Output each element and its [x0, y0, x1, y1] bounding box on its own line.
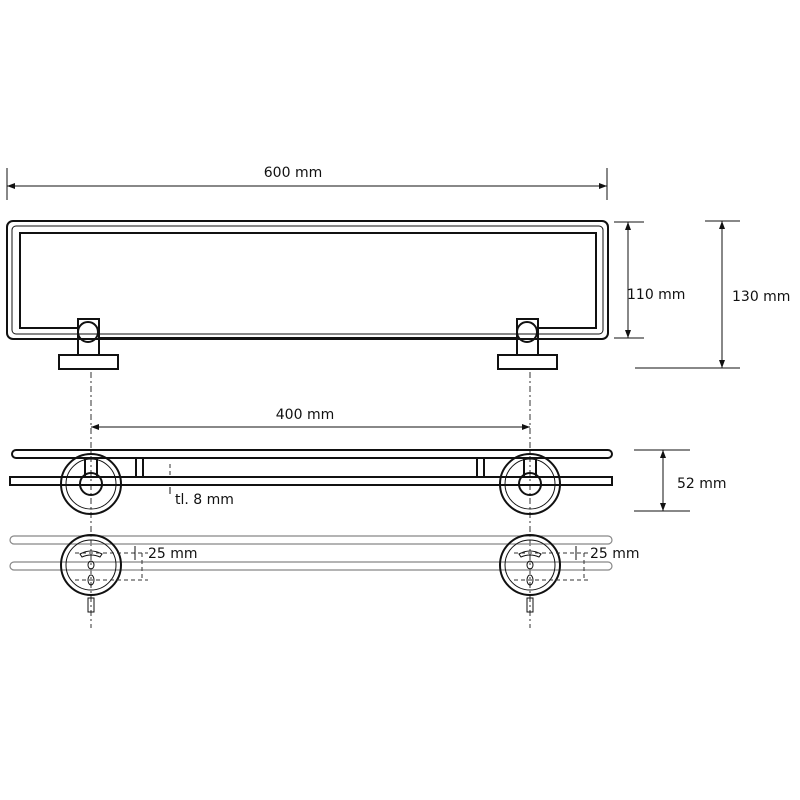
dimension-bracket-spacing: 400 mm — [91, 407, 530, 430]
label-130mm: 130 mm — [732, 289, 790, 305]
right-bracket — [497, 318, 558, 370]
label-400mm: 400 mm — [276, 407, 334, 423]
left-mount-plate: 25 mm — [60, 534, 198, 613]
top-view: tl. 8 mm — [9, 449, 613, 515]
label-hole-spacing-left: 25 mm — [148, 546, 198, 562]
left-bracket — [58, 318, 119, 370]
label-52mm: 52 mm — [677, 476, 727, 492]
dimension-frame-height: 110 mm — [614, 221, 685, 339]
label-110mm: 110 mm — [627, 287, 685, 303]
label-600mm: 600 mm — [264, 165, 322, 181]
right-mount-plate: 25 mm — [499, 534, 640, 613]
front-view — [6, 220, 609, 370]
mounting-view: 25 mm 25 mm — [9, 534, 640, 613]
dimension-overall-width: 600 mm — [6, 165, 608, 200]
dimension-depth: 52 mm — [634, 449, 727, 512]
label-hole-spacing-right: 25 mm — [590, 546, 640, 562]
dimension-total-height: 130 mm — [635, 220, 790, 369]
label-glass-thickness: tl. 8 mm — [175, 492, 234, 508]
